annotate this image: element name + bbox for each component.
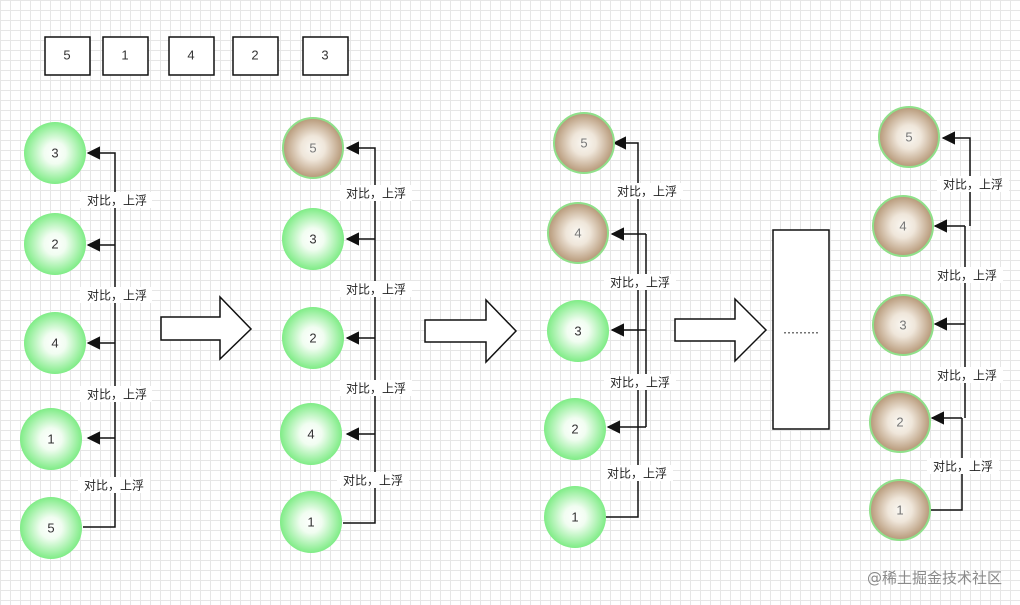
next-step-arrow-icon [674, 297, 768, 363]
array-cell-value: 2 [251, 47, 258, 62]
ball-sorted [869, 391, 931, 453]
next-step-arrow-icon [424, 298, 518, 364]
ball [20, 408, 82, 470]
ball-value: 5 [47, 520, 54, 535]
stage-3: 对比，上浮 对比，上浮 对比，上浮 对比，上浮 5 4 3 2 1 [544, 112, 683, 548]
compare-label: 对比，上浮 [937, 269, 997, 283]
ball [24, 213, 86, 275]
compare-label: 对比，上浮 [617, 185, 677, 199]
array-cell-value: 4 [187, 47, 194, 62]
bubble-path [343, 141, 376, 524]
ball-value: 2 [896, 414, 903, 429]
compare-arrow [941, 131, 971, 226]
array-cell-value: 3 [321, 47, 328, 62]
array-cell: 1 [102, 36, 149, 76]
bubble-path [931, 418, 963, 511]
ball-value: 4 [51, 335, 58, 350]
compare-label: 对比，上浮 [943, 178, 1003, 192]
array-cell-value: 5 [63, 47, 70, 62]
ball-sorted [878, 106, 940, 168]
bubble-path [83, 146, 116, 528]
ball-sorted [547, 202, 609, 264]
compare-label: 对比，上浮 [87, 289, 147, 303]
ball-sorted [872, 294, 934, 356]
ball-value: 5 [309, 140, 316, 155]
compare-label: 对比，上浮 [610, 276, 670, 290]
compare-label: 对比，上浮 [84, 479, 144, 493]
ball [24, 122, 86, 184]
ball-sorted [872, 195, 934, 257]
ball-value: 1 [47, 431, 54, 446]
array-cell: 4 [168, 36, 215, 76]
compare-label: 对比，上浮 [346, 187, 406, 201]
ball-value: 2 [51, 236, 58, 251]
ball-value: 3 [309, 231, 316, 246]
compare-label: 对比，上浮 [610, 376, 670, 390]
watermark: @稀土掘金技术社区 [867, 569, 1002, 587]
ball [544, 486, 606, 548]
ball [20, 497, 82, 559]
ball-value: 3 [51, 145, 58, 160]
stage-4: 对比，上浮 对比，上浮 对比，上浮 对比，上浮 5 4 3 2 1 [869, 106, 1009, 541]
ball-value: 1 [896, 502, 903, 517]
compare-label: 对比，上浮 [343, 474, 403, 488]
ball [282, 307, 344, 369]
ellipsis-box: ……… [772, 229, 830, 430]
ball [24, 312, 86, 374]
ball-value: 4 [574, 225, 581, 240]
ball-value: 4 [307, 426, 314, 441]
ball-value: 2 [309, 330, 316, 345]
ball-value: 3 [899, 317, 906, 332]
compare-label: 对比，上浮 [607, 467, 667, 481]
compare-label: 对比，上浮 [933, 460, 993, 474]
ball-sorted [869, 479, 931, 541]
ball [544, 398, 606, 460]
ball [282, 208, 344, 270]
compare-label: 对比，上浮 [346, 382, 406, 396]
ball-value: 3 [574, 323, 581, 338]
ball-value: 5 [580, 135, 587, 150]
ellipsis-text: ……… [783, 323, 819, 337]
array-row: 5 1 4 2 3 [44, 36, 349, 76]
compare-label: 对比，上浮 [87, 388, 147, 402]
compare-label: 对比，上浮 [346, 283, 406, 297]
next-step-arrow-icon [160, 295, 253, 361]
ball [280, 403, 342, 465]
array-cell: 5 [44, 36, 91, 76]
ball-value: 2 [571, 421, 578, 436]
ball-value: 5 [905, 129, 912, 144]
ball [280, 491, 342, 553]
stage-1: 对比，上浮 对比，上浮 对比，上浮 对比，上浮 3 2 4 1 5 [20, 122, 152, 559]
ball-sorted [553, 112, 615, 174]
ball-value: 4 [899, 218, 906, 233]
array-cell: 3 [302, 36, 349, 76]
ball-value: 1 [307, 514, 314, 529]
stage-2: 对比，上浮 对比，上浮 对比，上浮 对比，上浮 5 3 2 4 1 [280, 117, 412, 553]
ball [547, 300, 609, 362]
compare-label: 对比，上浮 [937, 369, 997, 383]
ball-value: 1 [571, 509, 578, 524]
compare-label: 对比，上浮 [87, 194, 147, 208]
array-cell-value: 1 [121, 47, 128, 62]
ball-sorted [282, 117, 344, 179]
array-cell: 2 [232, 36, 279, 76]
